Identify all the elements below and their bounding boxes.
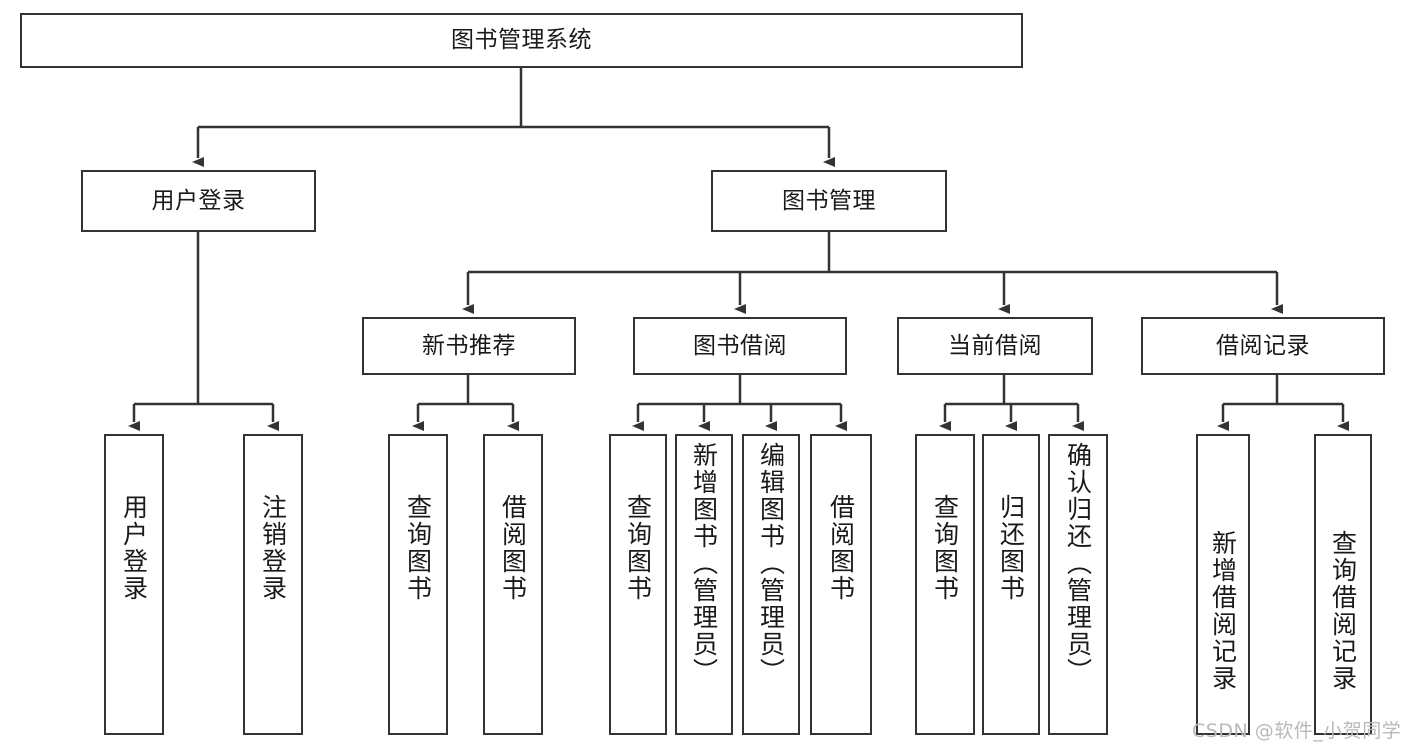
node-label: 注销登录 [258, 494, 288, 602]
node-leaf-confirm-return-admin[interactable]: 确认归还（管理员） [1048, 434, 1108, 735]
node-book-management-system[interactable]: 图书管理系统 [20, 13, 1023, 68]
node-leaf-user-login[interactable]: 用户登录 [104, 434, 164, 735]
node-label: 图书管理 [782, 187, 876, 214]
csdn-watermark: CSDN @软件_小贺同学 [1192, 720, 1402, 742]
node-new-book-recommend[interactable]: 新书推荐 [362, 317, 576, 375]
node-user-login[interactable]: 用户登录 [81, 170, 316, 232]
node-book-borrow[interactable]: 图书借阅 [633, 317, 847, 375]
node-label: 借阅图书 [498, 494, 528, 602]
node-label: 借阅记录 [1216, 332, 1310, 359]
node-label: 查询图书 [403, 494, 433, 602]
node-label: 借阅图书 [826, 494, 856, 602]
node-leaf-add-book-admin[interactable]: 新增图书（管理员） [675, 434, 733, 735]
node-label: 查询图书 [623, 494, 653, 602]
node-leaf-logout-login[interactable]: 注销登录 [243, 434, 303, 735]
node-leaf-query-book-3[interactable]: 查询图书 [915, 434, 975, 735]
node-label: 当前借阅 [948, 332, 1042, 359]
edge-group-book-management [462, 232, 1283, 314]
node-label: 图书管理系统 [451, 27, 592, 54]
node-label: 新增借阅记录 [1208, 530, 1238, 692]
node-leaf-query-book-2[interactable]: 查询图书 [609, 434, 667, 735]
node-leaf-borrow-book-1[interactable]: 借阅图书 [483, 434, 543, 735]
node-label: 编辑图书（管理员） [756, 442, 786, 685]
node-label: 新增图书（管理员） [689, 442, 719, 685]
edge-group-borrow-record [1217, 375, 1349, 431]
node-current-borrow[interactable]: 当前借阅 [897, 317, 1093, 375]
edge-group-user-login [128, 232, 279, 431]
edge-group-book-borrow [632, 375, 847, 431]
node-label: 查询图书 [930, 494, 960, 602]
edge-group-new-book-recommend [412, 375, 519, 431]
node-label: 查询借阅记录 [1328, 530, 1358, 692]
node-label: 确认归还（管理员） [1063, 442, 1093, 685]
node-borrow-record[interactable]: 借阅记录 [1141, 317, 1385, 375]
node-label: 用户登录 [151, 187, 246, 214]
node-label: 用户登录 [119, 494, 149, 602]
node-leaf-return-book[interactable]: 归还图书 [982, 434, 1040, 735]
node-leaf-edit-book-admin[interactable]: 编辑图书（管理员） [742, 434, 800, 735]
node-leaf-add-borrow-record[interactable]: 新增借阅记录 [1196, 434, 1250, 735]
node-label: 新书推荐 [422, 332, 516, 359]
node-leaf-query-borrow-record[interactable]: 查询借阅记录 [1314, 434, 1372, 735]
node-leaf-borrow-book-2[interactable]: 借阅图书 [810, 434, 872, 735]
node-label: 图书借阅 [693, 332, 787, 359]
node-leaf-query-book-1[interactable]: 查询图书 [388, 434, 448, 735]
node-book-management[interactable]: 图书管理 [711, 170, 947, 232]
node-label: 归还图书 [996, 494, 1026, 602]
edge-group-current-borrow [939, 375, 1084, 431]
edge-group-root [192, 68, 835, 167]
